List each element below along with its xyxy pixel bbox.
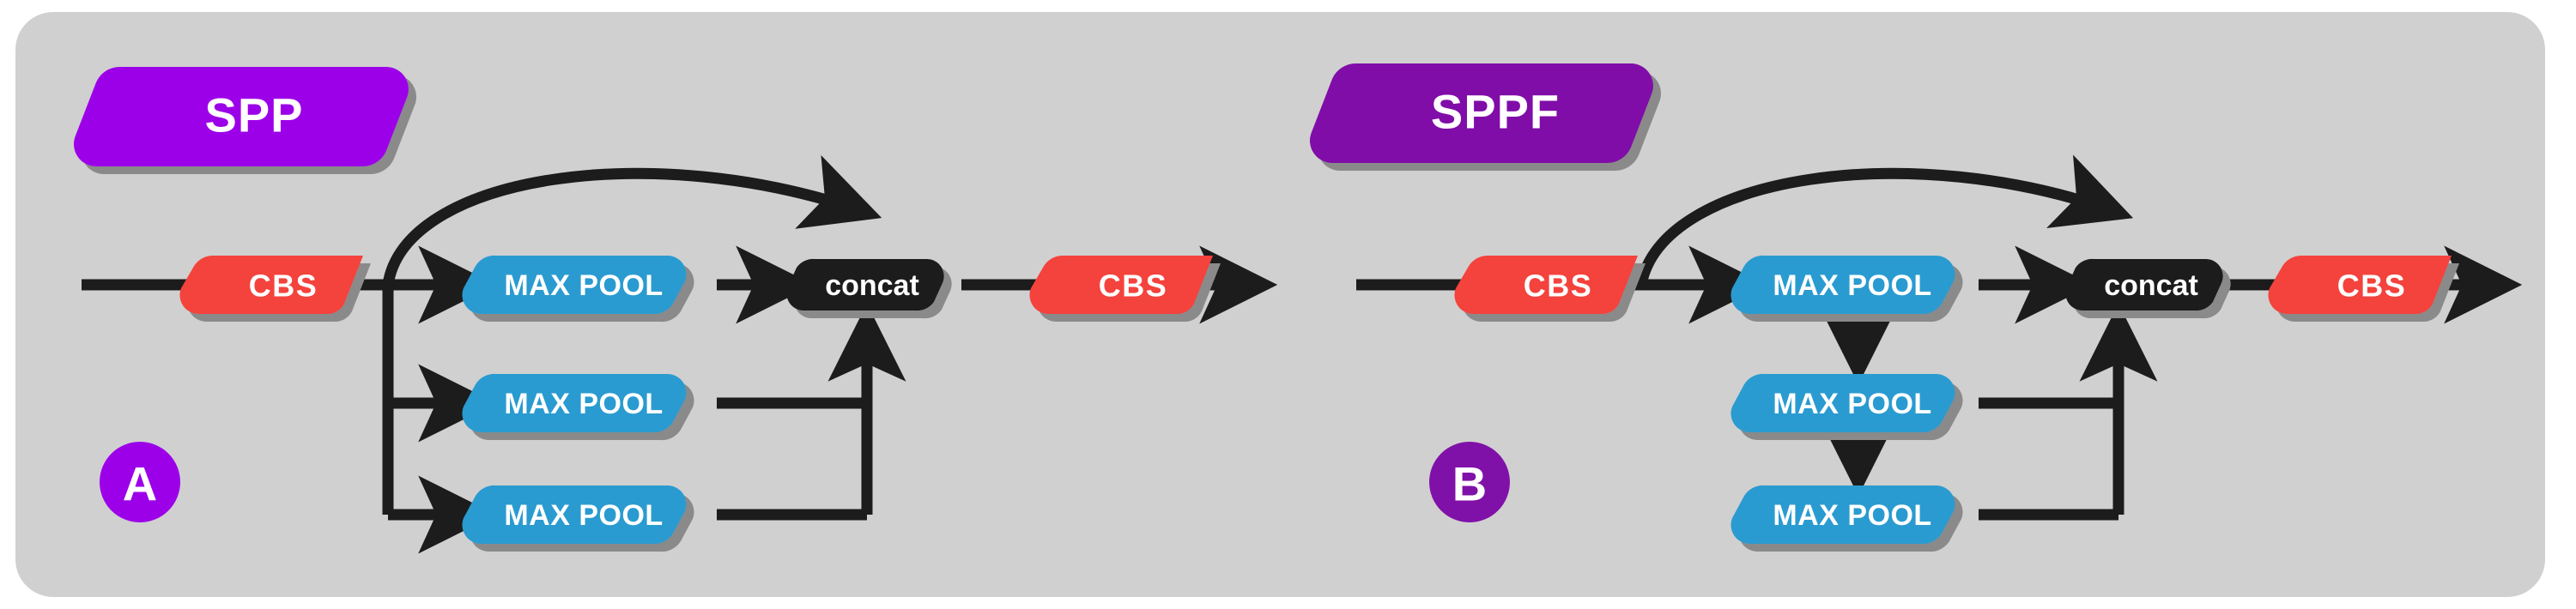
diagram-panel (15, 12, 2545, 597)
